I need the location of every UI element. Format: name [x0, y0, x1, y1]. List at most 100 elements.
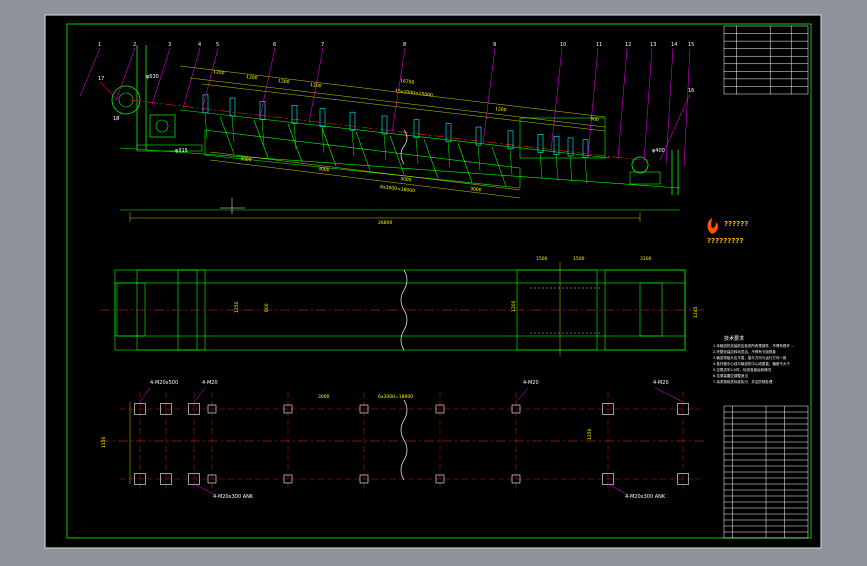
- plan-dim-width-b: 800: [264, 303, 270, 312]
- idler-support: [555, 154, 559, 181]
- foundation-dim-width-left: 1150: [101, 436, 107, 448]
- idler-icon: [507, 130, 514, 150]
- idler-support: [447, 141, 451, 168]
- callout-number: 6: [273, 42, 276, 48]
- callout-number: 1: [98, 42, 101, 48]
- dim-spacing-a: 1200: [213, 69, 225, 76]
- idler-icon: [413, 119, 420, 139]
- truss-base: [204, 154, 521, 189]
- anchor-pad-icon: [677, 473, 689, 485]
- callout-leader: [308, 47, 324, 123]
- anchor-pad-icon: [283, 404, 293, 414]
- notes-heading: 技术要求: [724, 335, 744, 342]
- anchor-pad-icon: [511, 404, 521, 414]
- idler-sets: [202, 94, 589, 184]
- anchor-pad-icon: [677, 403, 689, 415]
- dim-spacing-c: 1200: [278, 78, 290, 85]
- callout-number: 10: [560, 42, 566, 48]
- callout-leader: [391, 47, 406, 133]
- dim-spacing-e: 1200: [495, 106, 507, 113]
- callout-number: 5: [216, 42, 219, 48]
- idler-icon: [537, 134, 544, 153]
- watermark-title: ??????: [724, 220, 748, 228]
- foundation-leader: [515, 387, 529, 403]
- idler-icon: [349, 111, 356, 131]
- truss-diagonal: [423, 139, 439, 179]
- truss-diagonal: [253, 120, 269, 158]
- callout-number: 7: [321, 42, 324, 48]
- truss-top-chord: [179, 109, 611, 159]
- truss-diagonal: [491, 146, 507, 187]
- dim-spacing-b: 1200: [246, 74, 258, 81]
- anchor-pad-icon: [511, 474, 521, 484]
- dim-bottom-formula: 6x3000=18000: [380, 184, 416, 194]
- anchor-pad-icon: [134, 473, 146, 485]
- idler-support: [569, 155, 573, 182]
- idler-support: [231, 116, 235, 143]
- idler-support: [477, 145, 481, 172]
- foundation-callout-1: 4-M20x500: [150, 380, 178, 386]
- callout-number: 15: [688, 42, 694, 48]
- watermark-caption: ?????????: [707, 237, 744, 245]
- foundation-leader: [607, 483, 629, 496]
- anchor-pad-icon: [435, 404, 445, 414]
- callout-leader: [683, 47, 691, 167]
- tail-drum-icon: [631, 156, 649, 174]
- plan-dim-top-a: 1500: [536, 256, 548, 262]
- note-line: 5.空载试车2小时，检查各部运转情况: [713, 367, 772, 372]
- truss-diagonal: [321, 127, 337, 167]
- idler-icon: [259, 101, 266, 120]
- foundation-leader: [654, 387, 684, 403]
- callout-leader: [259, 47, 276, 118]
- title-block-top: [723, 25, 809, 95]
- plan-dim-width-c: 1200: [511, 300, 517, 312]
- callout-leader: [99, 81, 119, 101]
- dim-spacing-d: 1200: [310, 82, 322, 89]
- dim-bottom-b: 3000: [318, 166, 330, 173]
- anchor-pad-icon: [359, 404, 369, 414]
- foundation-callout-6: 4-M20x300 ANK: [625, 494, 666, 500]
- callout-leader: [617, 47, 628, 159]
- idler-support: [293, 123, 297, 150]
- foundation-callout-5: 4-M20x300 ANK: [213, 494, 254, 500]
- truss-diagonal: [355, 131, 371, 171]
- anchor-pad-icon: [188, 473, 200, 485]
- foundation-dim-width-right: 1250: [587, 428, 593, 440]
- note-line: 7.涂漆按相关标准执行，并应防锈处理: [713, 379, 773, 384]
- callout-leader: [79, 47, 101, 97]
- note-line: 2.托辊安装应转动灵活，不得有卡阻现象: [713, 349, 776, 354]
- callout-leader: [643, 47, 653, 162]
- idler-support: [509, 148, 513, 175]
- label-motor: φ315: [175, 148, 188, 154]
- idler-support: [261, 119, 265, 146]
- drawing-frame: [66, 23, 812, 539]
- truss-diagonal: [287, 123, 303, 163]
- dim-total-length: 26800: [378, 220, 392, 226]
- anchor-pad-icon: [283, 474, 293, 484]
- foundation-callout-3: 4-M20: [523, 380, 539, 386]
- label-tail-drum: φ400: [652, 148, 665, 154]
- idler-icon: [319, 108, 326, 127]
- callout-leader: [659, 93, 691, 161]
- idler-support: [383, 133, 387, 160]
- idler-support: [415, 137, 419, 164]
- anchor-pad-icon: [359, 474, 369, 484]
- anchor-pad-icon: [160, 473, 172, 485]
- idler-icon: [582, 139, 589, 158]
- anchor-pad-icon: [602, 473, 614, 485]
- anchor-pad-icon: [134, 403, 146, 415]
- foundation-leader: [139, 387, 151, 403]
- anchor-pad-icon: [207, 404, 217, 414]
- dim-bottom-a: 3000: [240, 156, 252, 163]
- plan-dim-top-c: 3100: [640, 256, 652, 262]
- idler-icon: [553, 135, 560, 155]
- note-line: 6.拉紧装置应调整适当: [713, 373, 748, 378]
- callout-leader: [151, 47, 171, 105]
- dim-tail-spacing: 500: [590, 116, 599, 123]
- idler-icon: [381, 115, 388, 135]
- callout-number: 14: [671, 42, 677, 48]
- callout-leader: [114, 111, 123, 123]
